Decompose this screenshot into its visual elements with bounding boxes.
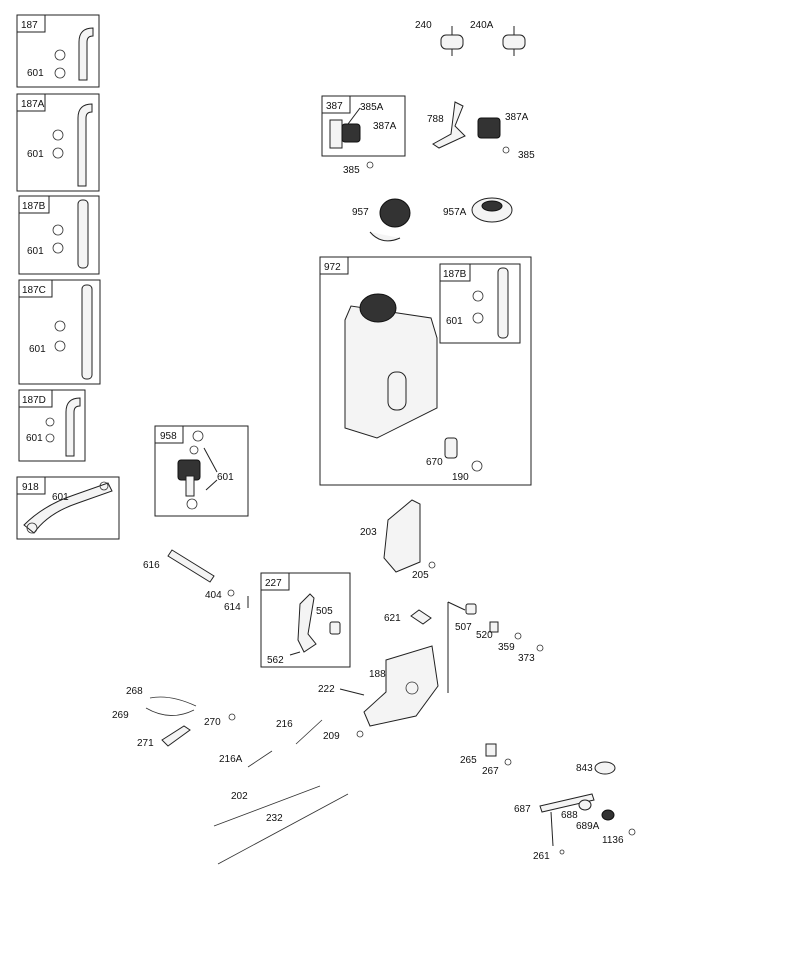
hose-part <box>77 199 89 269</box>
svg-text:188: 188 <box>369 669 386 680</box>
svg-text:601: 601 <box>29 344 46 355</box>
svg-text:601: 601 <box>26 433 43 444</box>
svg-text:216A: 216A <box>219 754 243 765</box>
parts-lower-right: 843 687 688 689A 1136 261 <box>514 761 636 862</box>
svg-text:601: 601 <box>27 149 44 160</box>
svg-text:385: 385 <box>518 150 535 161</box>
svg-text:601: 601 <box>27 246 44 257</box>
svg-text:205: 205 <box>412 570 429 581</box>
part-240: 240 <box>415 20 464 56</box>
box-187B: 187B 601 <box>18 195 100 275</box>
svg-text:520: 520 <box>476 630 493 641</box>
fuel-pump <box>341 123 361 143</box>
parts-cluster-right: 621 507 520 359 373 <box>384 601 544 693</box>
svg-text:958: 958 <box>160 431 177 442</box>
svg-text:202: 202 <box>231 791 248 802</box>
svg-text:918: 918 <box>22 482 39 493</box>
svg-text:387A: 387A <box>373 121 397 132</box>
svg-text:240A: 240A <box>470 20 494 31</box>
box-187A: 187A 601 <box>16 93 100 192</box>
svg-text:601: 601 <box>52 492 69 503</box>
svg-text:1136: 1136 <box>602 835 624 846</box>
svg-text:505: 505 <box>316 606 333 617</box>
fuel-tank <box>344 305 438 439</box>
svg-text:614: 614 <box>224 602 241 613</box>
svg-text:187B: 187B <box>443 269 467 280</box>
svg-text:788: 788 <box>427 114 444 125</box>
svg-text:232: 232 <box>266 813 283 824</box>
part-240A: 240A <box>470 20 526 56</box>
svg-text:621: 621 <box>384 613 401 624</box>
hose-part <box>78 27 94 81</box>
svg-text:972: 972 <box>324 262 341 273</box>
part-788: 788 <box>427 101 466 149</box>
hose-part <box>81 284 93 380</box>
svg-text:404: 404 <box>205 590 222 601</box>
box-187D: 187D 601 <box>18 389 86 462</box>
part-387A: 387A 385 <box>477 112 535 161</box>
svg-text:261: 261 <box>533 851 550 862</box>
svg-text:209: 209 <box>323 731 340 742</box>
svg-text:203: 203 <box>360 527 377 538</box>
svg-text:187: 187 <box>21 20 38 31</box>
box-187C: 187C 601 <box>18 279 101 385</box>
svg-text:270: 270 <box>204 717 221 728</box>
svg-text:670: 670 <box>426 457 443 468</box>
label-385a: 385 <box>343 165 360 176</box>
svg-text:601: 601 <box>446 316 463 327</box>
svg-text:385A: 385A <box>360 102 384 113</box>
svg-text:601: 601 <box>27 68 44 79</box>
box-187: 187 601 <box>16 14 100 88</box>
svg-text:562: 562 <box>267 655 284 666</box>
screw-385 <box>366 161 374 169</box>
svg-text:957: 957 <box>352 207 369 218</box>
svg-text:373: 373 <box>518 653 535 664</box>
svg-text:689A: 689A <box>576 821 600 832</box>
svg-text:843: 843 <box>576 763 593 774</box>
hose-part <box>65 397 81 457</box>
box-958: 958 601 <box>154 425 249 517</box>
control-bracket-222: 188 222 209 265 267 <box>318 645 512 777</box>
cables-lower-left: 268 269 270 271 216 216A 202 232 <box>112 686 349 865</box>
svg-text:687: 687 <box>514 804 531 815</box>
svg-text:359: 359 <box>498 642 515 653</box>
svg-text:616: 616 <box>143 560 160 571</box>
fuel-cap-957: 957 <box>352 198 411 242</box>
svg-text:268: 268 <box>126 686 143 697</box>
box-972: 972 670 190 <box>319 256 532 486</box>
svg-text:187C: 187C <box>22 285 46 296</box>
box-387: 387 385A 387A <box>321 95 406 157</box>
svg-text:222: 222 <box>318 684 335 695</box>
lever-616: 616 404 614 <box>143 549 249 613</box>
box-227: 227 505 562 <box>260 572 351 668</box>
svg-text:216: 216 <box>276 719 293 730</box>
tank-cap <box>359 293 397 323</box>
svg-text:271: 271 <box>137 738 154 749</box>
box-187B-inset: 187B 601 <box>439 263 521 344</box>
svg-text:601: 601 <box>217 472 234 483</box>
fuel-cap-957A: 957A <box>443 197 513 223</box>
svg-text:957A: 957A <box>443 207 467 218</box>
bracket-203: 203 205 <box>360 499 436 581</box>
hose-part <box>77 103 93 187</box>
svg-text:240: 240 <box>415 20 432 31</box>
svg-text:267: 267 <box>482 766 499 777</box>
svg-text:190: 190 <box>452 472 469 483</box>
svg-text:507: 507 <box>455 622 472 633</box>
svg-text:387A: 387A <box>505 112 529 123</box>
svg-text:187B: 187B <box>22 201 46 212</box>
svg-text:269: 269 <box>112 710 129 721</box>
svg-text:187D: 187D <box>22 395 46 406</box>
svg-text:187A: 187A <box>21 99 45 110</box>
hose-part <box>23 482 113 534</box>
box-918: 918 601 <box>16 476 120 540</box>
svg-text:227: 227 <box>265 578 282 589</box>
svg-text:265: 265 <box>460 755 477 766</box>
svg-text:688: 688 <box>561 810 578 821</box>
svg-text:387: 387 <box>326 101 343 112</box>
